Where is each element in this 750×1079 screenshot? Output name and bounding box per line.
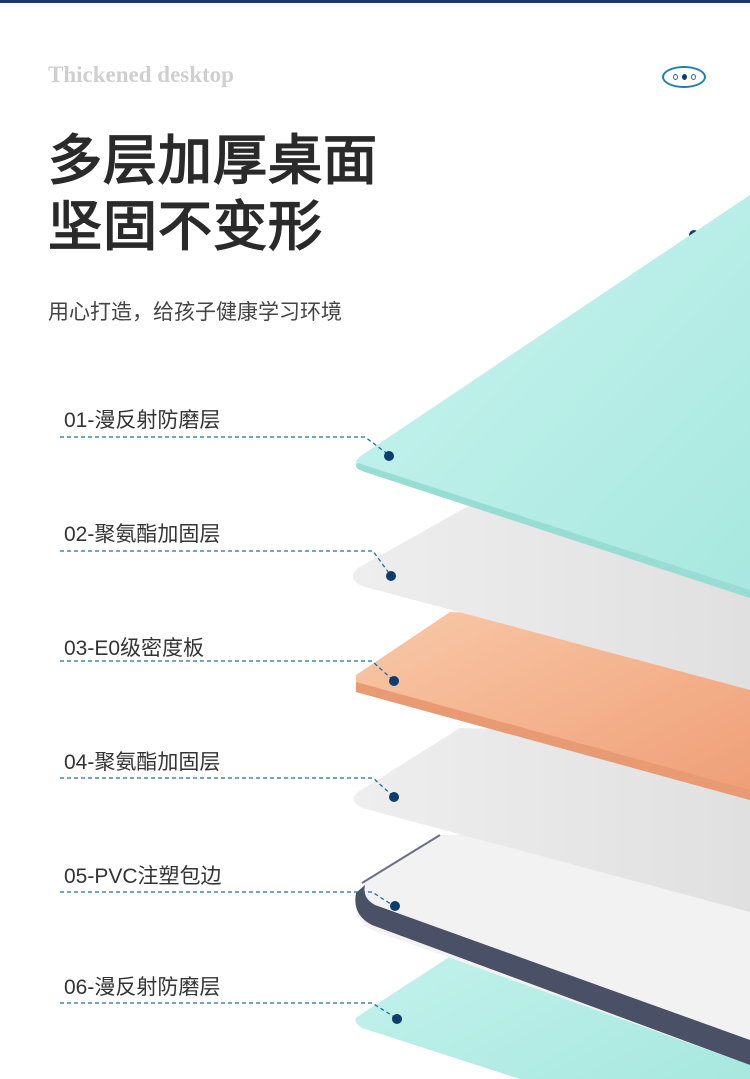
top-border bbox=[0, 0, 750, 3]
layer-5-edge bbox=[355, 885, 750, 1065]
subtitle-english: Thickened desktop bbox=[48, 62, 234, 87]
layer-label-2: 02-聚氨酯加固层 bbox=[64, 523, 221, 546]
title-line-2: 坚固不变形 bbox=[48, 195, 323, 258]
leader-lines bbox=[60, 436, 397, 1019]
slogan: 用心打造，给孩子健康学习环境 bbox=[48, 301, 342, 324]
layer-4-panel bbox=[353, 728, 750, 912]
layer-label-4: 04-聚氨酯加固层 bbox=[64, 751, 221, 774]
more-dots-icon bbox=[662, 66, 706, 88]
layer-label-3: 03-E0级密度板 bbox=[64, 637, 205, 660]
layer-markers bbox=[384, 451, 402, 1024]
layer-label-6: 06-漫反射防磨层 bbox=[64, 976, 221, 999]
title-line-1: 多层加厚桌面 bbox=[48, 129, 378, 192]
layer-label-1: 01-漫反射防磨层 bbox=[64, 409, 221, 432]
page-title: 多层加厚桌面 坚固不变形 bbox=[48, 128, 378, 260]
layer-label-5: 05-PVC注塑包边 bbox=[64, 865, 222, 888]
